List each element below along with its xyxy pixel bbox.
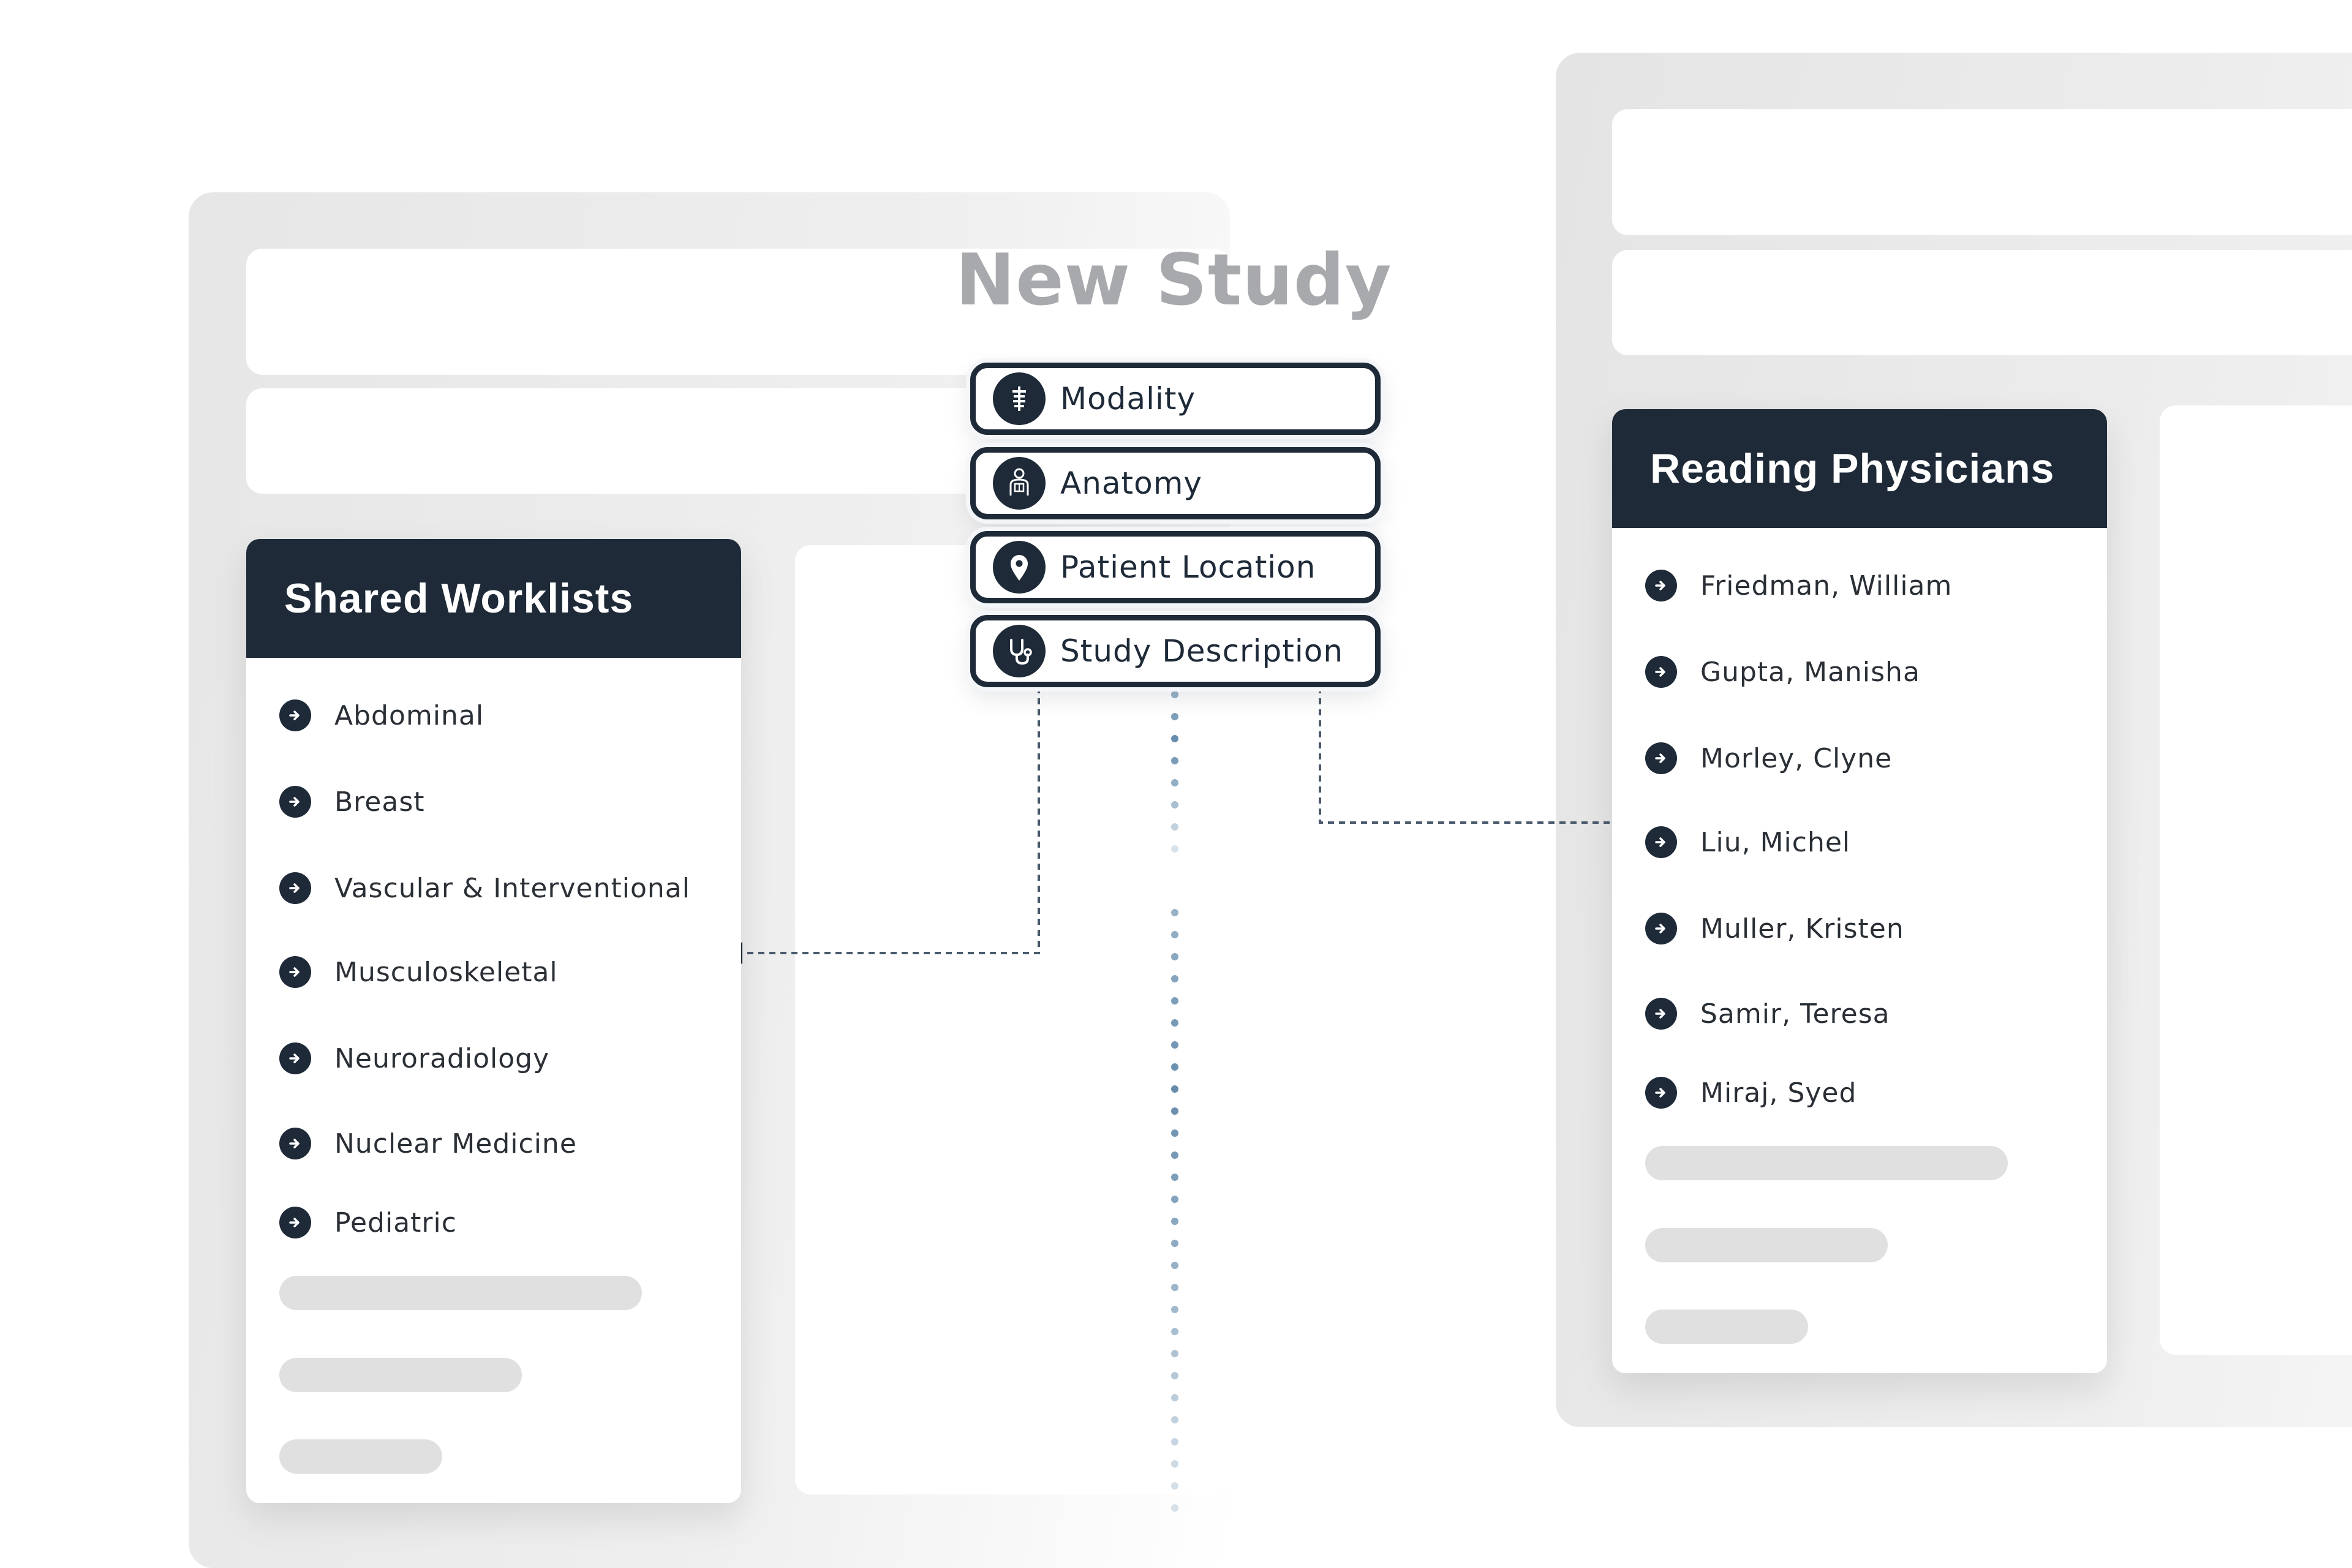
skeleton-placeholder (1645, 1310, 1808, 1344)
shared-worklists-card: Shared Worklists Abdominal Breast Vascul… (246, 539, 741, 1503)
physician-item-samir-teresa[interactable]: Samir, Teresa (1645, 995, 1890, 1032)
physician-item-label: Friedman, William (1700, 570, 1953, 601)
arrow-right-icon (1645, 656, 1677, 688)
arrow-right-icon (279, 956, 311, 988)
worklist-item-breast[interactable]: Breast (279, 783, 425, 820)
worklist-item-label: Nuclear Medicine (334, 1128, 577, 1159)
criteria-patient-location[interactable]: Patient Location (970, 531, 1381, 603)
arrow-right-icon (279, 1042, 311, 1074)
worklist-item-label: Breast (334, 786, 425, 818)
skeleton-placeholder (1645, 1228, 1888, 1262)
location-pin-icon (993, 541, 1046, 594)
criteria-modality[interactable]: Modality (970, 363, 1381, 435)
physician-item-gupta-manisha[interactable]: Gupta, Manisha (1645, 654, 1920, 690)
worklist-item-label: Vascular & Interventional (334, 872, 690, 904)
physician-item-label: Miraj, Syed (1700, 1077, 1857, 1109)
worklist-item-label: Musculoskeletal (334, 956, 558, 988)
worklist-item-neuroradiology[interactable]: Neuroradiology (279, 1040, 549, 1077)
new-study-title: New Study (956, 239, 1392, 322)
stethoscope-icon (993, 625, 1046, 677)
body-icon (993, 457, 1046, 510)
physician-item-label: Samir, Teresa (1700, 998, 1890, 1030)
physician-item-liu-michel[interactable]: Liu, Michel (1645, 824, 1850, 861)
shared-worklists-title: Shared Worklists (284, 575, 634, 622)
arrow-right-icon (1645, 570, 1677, 601)
shared-worklists-header: Shared Worklists (246, 539, 741, 658)
criteria-label: Study Description (1060, 633, 1344, 669)
worklist-item-vascular-interventional[interactable]: Vascular & Interventional (279, 870, 690, 907)
arrow-right-icon (279, 1128, 311, 1159)
skeleton-placeholder (279, 1439, 442, 1474)
worklist-item-label: Neuroradiology (334, 1042, 550, 1074)
skeleton-placeholder (279, 1358, 522, 1392)
physician-item-morley-clyne[interactable]: Morley, Clyne (1645, 740, 1892, 777)
physician-item-label: Liu, Michel (1700, 826, 1851, 858)
skeleton-placeholder (279, 1276, 642, 1310)
criteria-label: Patient Location (1060, 549, 1316, 585)
arrow-right-icon (279, 699, 311, 731)
arrow-right-icon (1645, 913, 1677, 944)
reading-physicians-title: Reading Physicians (1650, 445, 2055, 492)
background-bar (1612, 250, 2352, 355)
arrow-right-icon (1645, 826, 1677, 858)
background-panel (2160, 405, 2352, 1355)
background-bar (1612, 109, 2352, 235)
physician-item-label: Muller, Kristen (1700, 913, 1904, 944)
spine-icon (993, 372, 1046, 425)
criteria-anatomy[interactable]: Anatomy (970, 447, 1381, 519)
criteria-study-description[interactable]: Study Description (970, 615, 1381, 687)
background-bar (246, 249, 1230, 375)
physician-item-friedman-william[interactable]: Friedman, William (1645, 567, 1952, 604)
worklist-item-label: Pediatric (334, 1207, 457, 1238)
criteria-label: Anatomy (1060, 466, 1203, 501)
criteria-label: Modality (1060, 381, 1196, 417)
skeleton-placeholder (1645, 1146, 2008, 1180)
arrow-right-icon (1645, 998, 1677, 1030)
physician-item-label: Gupta, Manisha (1700, 656, 1920, 688)
worklist-item-label: Abdominal (334, 699, 484, 731)
reading-physicians-header: Reading Physicians (1612, 409, 2107, 528)
worklist-item-abdominal[interactable]: Abdominal (279, 697, 484, 734)
physician-item-label: Morley, Clyne (1700, 742, 1893, 774)
arrow-right-icon (279, 872, 311, 904)
background-panel (795, 545, 1230, 1494)
physician-item-muller-kristen[interactable]: Muller, Kristen (1645, 910, 1904, 947)
arrow-right-icon (1645, 742, 1677, 774)
physician-item-miraj-syed[interactable]: Miraj, Syed (1645, 1074, 1856, 1111)
arrow-right-icon (279, 1207, 311, 1238)
reading-physicians-card: Reading Physicians Friedman, William Gup… (1612, 409, 2107, 1373)
arrow-right-icon (279, 786, 311, 818)
arrow-right-icon (1645, 1077, 1677, 1109)
worklist-item-nuclear-medicine[interactable]: Nuclear Medicine (279, 1125, 577, 1162)
worklist-item-pediatric[interactable]: Pediatric (279, 1204, 457, 1241)
worklist-item-musculoskeletal[interactable]: Musculoskeletal (279, 954, 558, 990)
